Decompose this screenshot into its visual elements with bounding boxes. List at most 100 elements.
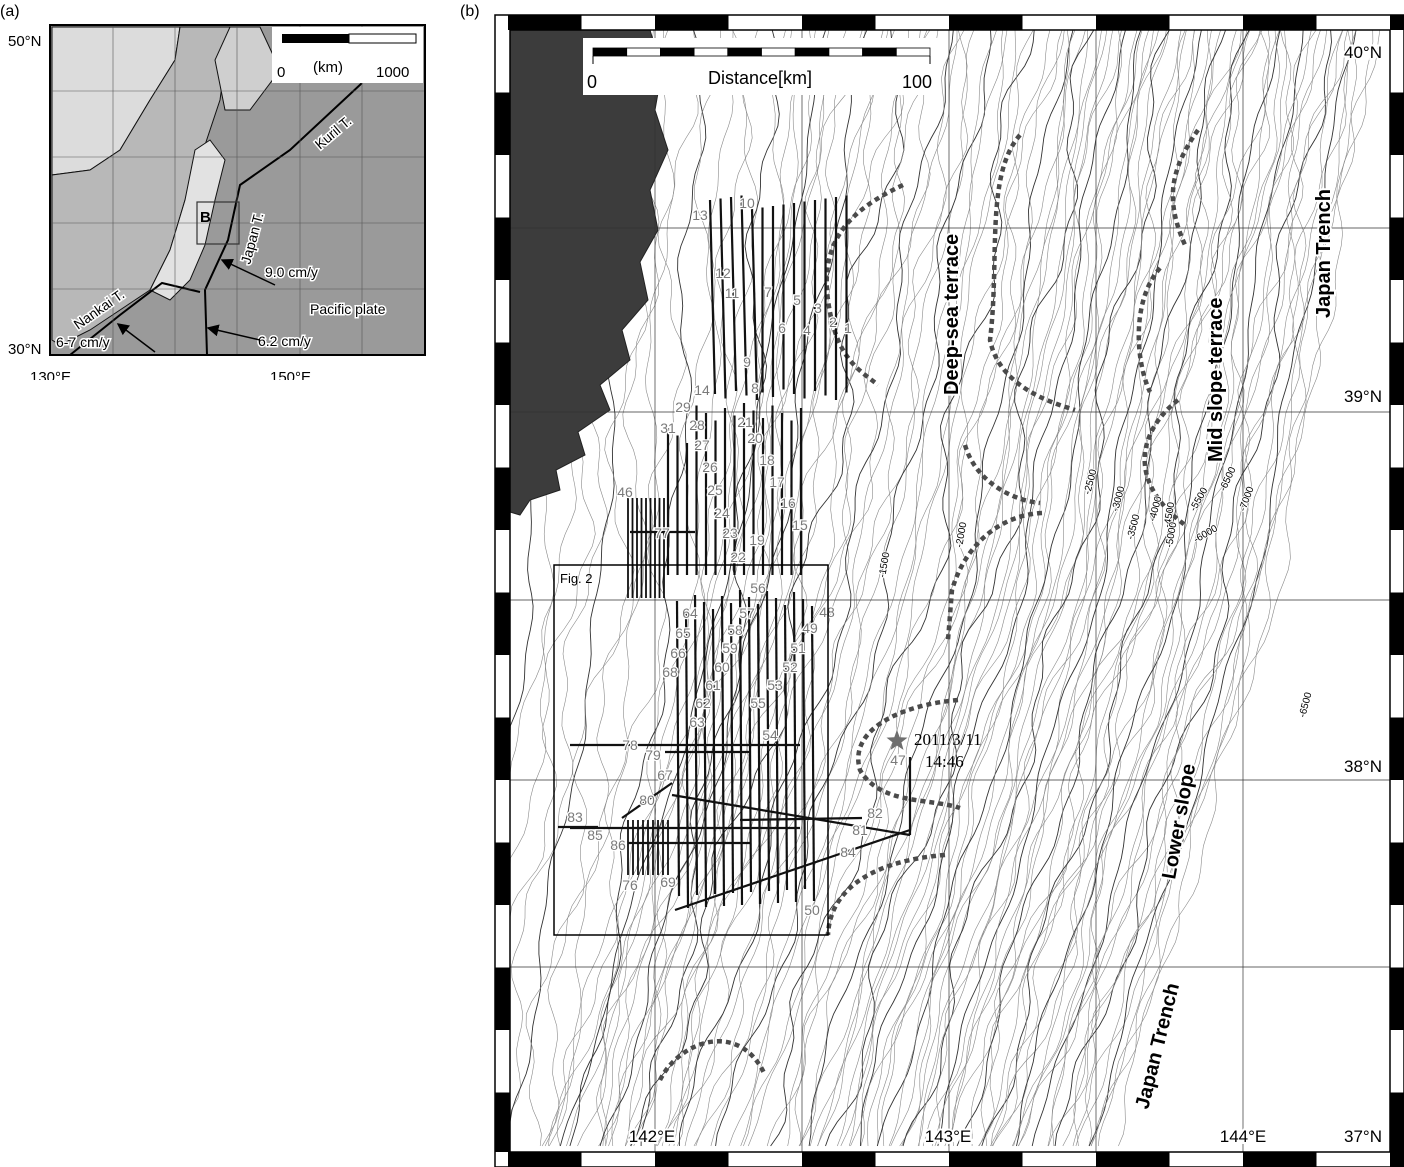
track-label-20: 20 xyxy=(747,430,763,446)
scale-bar-segment xyxy=(794,47,830,57)
border-tick xyxy=(1096,1152,1170,1167)
scale-bar-segment xyxy=(626,47,661,57)
plate-motion-arrow-icon xyxy=(206,324,261,341)
track-label-2: 2 xyxy=(829,314,837,330)
bathymetric-contour xyxy=(1118,29,1381,1147)
survey-track-line xyxy=(783,604,789,891)
bathymetric-contour xyxy=(918,29,1187,1147)
lat-38n: 38°N xyxy=(1344,757,1382,776)
bathymetric-contour xyxy=(1088,29,1357,1147)
bathymetric-contour xyxy=(888,29,1154,1147)
border-tick xyxy=(495,92,510,155)
bathymetric-contour xyxy=(640,29,780,1147)
contour-depth-label: -7000 xyxy=(1237,485,1256,513)
bathymetric-contour xyxy=(693,29,969,1147)
plate-motion-arrow-icon xyxy=(220,259,276,286)
bathymetric-contour xyxy=(837,29,1102,1147)
lon-150e: 150°E xyxy=(270,369,311,380)
bathymetric-contour xyxy=(798,29,1065,1147)
survey-track-line xyxy=(774,597,780,904)
track-label-86: 86 xyxy=(610,837,626,853)
lon-144e: 144°E xyxy=(1220,1127,1267,1146)
track-label-46: 46 xyxy=(617,484,633,500)
lat-37n: 37°N xyxy=(1344,1127,1382,1146)
track-label-9: 9 xyxy=(743,354,751,370)
bathymetric-contour xyxy=(1013,29,1280,1147)
lat-30n: 30°N xyxy=(8,341,42,358)
survey-track-line xyxy=(810,605,816,902)
bathymetric-contour xyxy=(934,29,1195,1147)
bathymetric-contour xyxy=(1073,29,1344,1147)
border-tick xyxy=(655,15,729,30)
track-label-23: 23 xyxy=(722,525,738,541)
track-label-51: 51 xyxy=(790,640,806,656)
track-label-57: 57 xyxy=(739,605,755,621)
terrace-boundary-line xyxy=(987,133,1076,413)
bathymetric-contour xyxy=(743,29,1008,1147)
survey-track-line xyxy=(675,600,681,897)
scale-bar-segment xyxy=(895,47,931,57)
kuril-japan-trench xyxy=(203,82,363,356)
bathymetric-contour xyxy=(596,29,863,1147)
lat-39n: 39°N xyxy=(1344,387,1382,406)
bathymetric-contour xyxy=(848,29,1113,1147)
border-tick xyxy=(1390,467,1404,530)
bathymetric-contour xyxy=(599,29,868,1147)
contour-depth-label: -2500 xyxy=(1082,468,1099,496)
lon-142e: 142°E xyxy=(629,1127,676,1146)
track-label-13: 13 xyxy=(692,207,708,223)
track-label-8: 8 xyxy=(751,380,759,396)
track-label-29: 29 xyxy=(675,399,691,415)
bathymetric-contour xyxy=(980,29,1251,1147)
track-label-83: 83 xyxy=(567,809,583,825)
japan-trench-north-label: Japan Trench xyxy=(1313,189,1335,318)
scale-bar-segment xyxy=(693,47,729,57)
track-label-17: 17 xyxy=(769,474,785,490)
track-label-66: 66 xyxy=(670,645,686,661)
fig2-label: Fig. 2 xyxy=(560,571,593,586)
border-tick xyxy=(495,592,510,655)
track-label-77: 77 xyxy=(654,525,670,541)
border-tick xyxy=(949,15,1023,30)
track-label-54: 54 xyxy=(762,727,778,743)
track-label-1: 1 xyxy=(844,320,852,336)
bathymetric-contour xyxy=(901,29,1170,1147)
lat-40n: 40°N xyxy=(1344,43,1382,62)
survey-track-line xyxy=(750,208,759,401)
bathymetric-contour xyxy=(890,29,1159,1147)
track-label-26: 26 xyxy=(702,459,718,475)
track-label-80: 80 xyxy=(639,792,655,808)
scale-end: 100 xyxy=(902,72,932,92)
bathymetric-contour xyxy=(1084,29,1348,1147)
terrace-boundary-line xyxy=(1142,398,1187,527)
track-label-59: 59 xyxy=(722,640,738,656)
epicenter-time: 14:46 xyxy=(925,752,964,771)
bathymetric-contour xyxy=(952,29,1221,1147)
rate-japan: 9.0 cm/y xyxy=(265,264,318,280)
track-label-25: 25 xyxy=(707,482,723,498)
border-tick xyxy=(1390,717,1404,780)
border-tick xyxy=(1390,92,1404,155)
scale-bar-black xyxy=(282,34,349,43)
bathymetric-contour xyxy=(1012,29,1280,1147)
border-tick xyxy=(508,15,582,30)
terrace-boundary-line xyxy=(825,852,946,936)
sakhalin-land xyxy=(214,26,281,111)
bathymetric-contour xyxy=(1090,29,1357,1147)
track-label-69: 69 xyxy=(660,874,676,890)
track-label-18: 18 xyxy=(759,452,775,468)
terrace-boundary-line xyxy=(1136,266,1162,393)
track-label-58: 58 xyxy=(727,622,743,638)
panel-b-label: (b) xyxy=(460,3,480,20)
track-label-53: 53 xyxy=(767,677,783,693)
track-label-16: 16 xyxy=(780,495,796,511)
track-label-65: 65 xyxy=(675,625,691,641)
survey-track-line xyxy=(765,590,771,892)
track-label-52: 52 xyxy=(782,659,798,675)
bathymetric-contour xyxy=(979,29,1248,1147)
track-label-7: 7 xyxy=(764,284,772,300)
border-tick xyxy=(1390,592,1404,655)
bathymetric-contour xyxy=(956,29,1227,1147)
track-label-27: 27 xyxy=(694,437,710,453)
bathymetric-contour xyxy=(677,29,939,1147)
